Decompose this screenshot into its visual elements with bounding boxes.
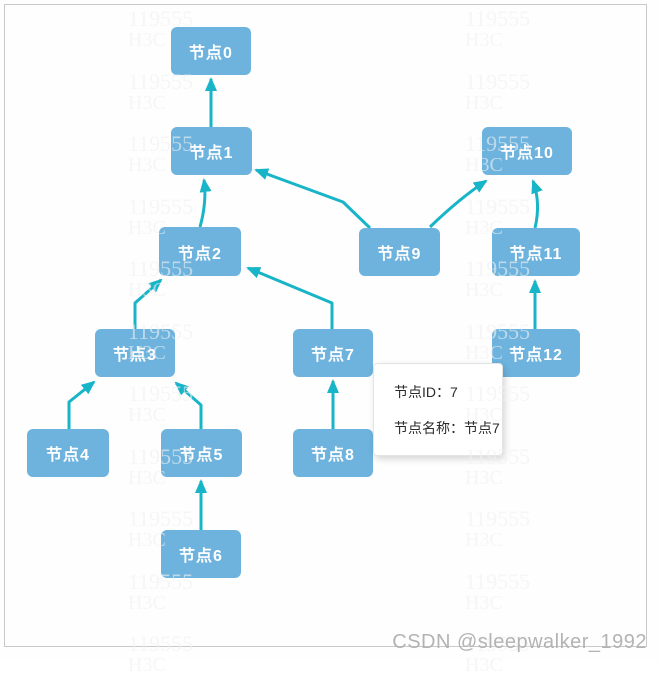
graph-node-1[interactable]: 节点1	[171, 127, 252, 175]
graph-canvas: 节点0 节点1 节点2 节点3 节点4 节点5 节点6 节点7 节点8 节点9 节点10 节点11 节点…	[4, 4, 647, 653]
graph-node-7[interactable]: 节点7	[293, 329, 373, 377]
tooltip-node-name: 节点名称：节点7	[394, 420, 500, 436]
graph-node-11[interactable]: 节点11	[492, 228, 580, 276]
graph-node-10[interactable]: 节点10	[482, 127, 572, 175]
canvas-border	[4, 4, 647, 647]
graph-node-9[interactable]: 节点9	[359, 228, 440, 276]
graph-node-8[interactable]: 节点8	[293, 429, 373, 477]
graph-node-3[interactable]: 节点3	[95, 329, 175, 377]
graph-node-5[interactable]: 节点5	[161, 429, 242, 477]
tooltip-node-id: 节点ID：7	[394, 384, 458, 400]
graph-node-4[interactable]: 节点4	[27, 429, 109, 477]
graph-node-12[interactable]: 节点12	[492, 329, 580, 377]
graph-node-0[interactable]: 节点0	[171, 27, 251, 75]
node-tooltip: 节点ID：7 节点名称：节点7	[373, 363, 503, 456]
graph-node-6[interactable]: 节点6	[161, 530, 241, 578]
csdn-watermark: CSDN @sleepwalker_1992	[392, 631, 647, 653]
graph-node-2[interactable]: 节点2	[159, 227, 241, 276]
